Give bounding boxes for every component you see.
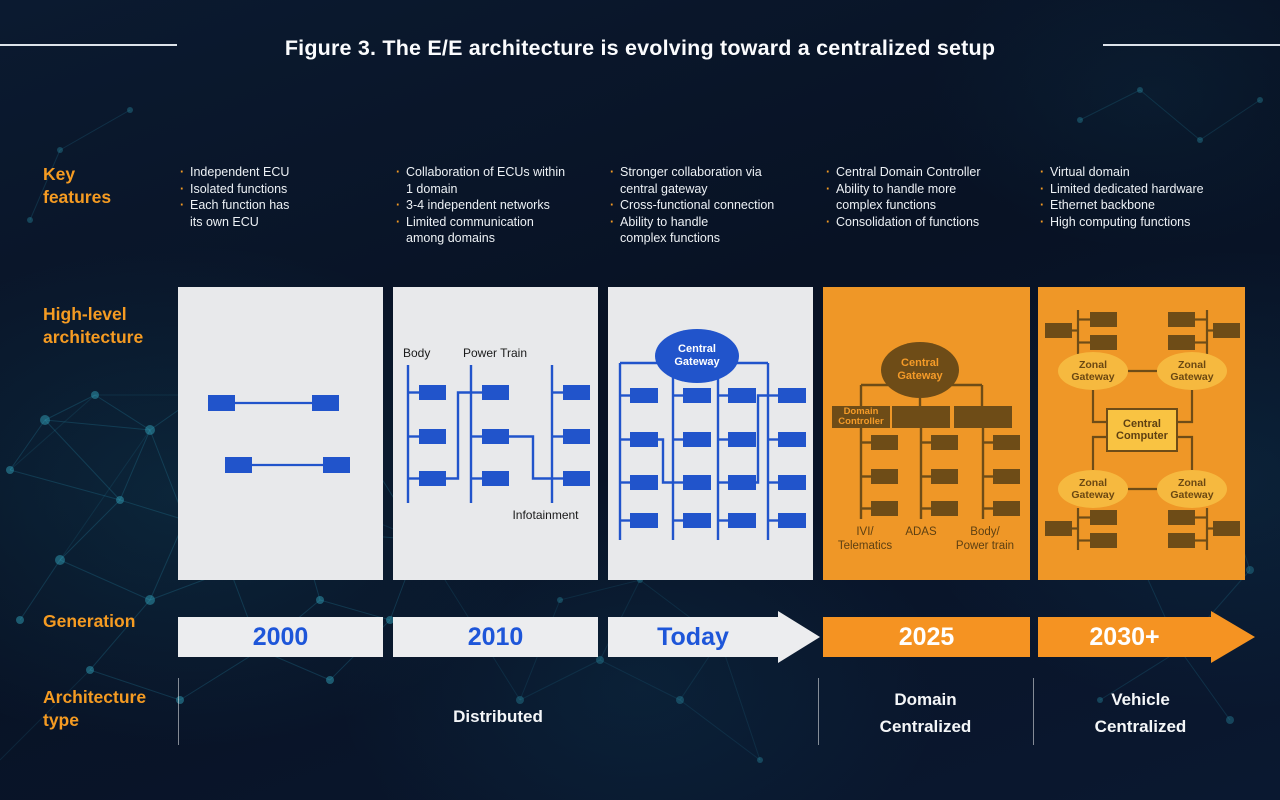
domain-label-ivi-telematics: IVI/ Telematics [837,526,893,552]
bus-label-power-train: Power Train [463,346,528,360]
title-rule-right [1103,44,1280,46]
zonal-link-lines [1072,310,1213,550]
feature-item: ·Cross-functional connection [610,198,775,212]
page-title: Figure 3. The E/E architecture is evolvi… [284,36,996,60]
ecu-boxes [630,388,806,528]
generation-label-today: Today [657,622,729,651]
bus-label-body: Body [403,346,431,360]
architecture-panel-2030: Zonal Gateway Zonal Gateway Zonal Gatewa… [1038,287,1245,580]
feature-item: ·Independent ECU [180,165,290,179]
zonal-gateway-node: Zonal Gateway [1157,470,1227,508]
central-gateway-node: Central Gateway [881,342,959,398]
domain-controller-diagram [832,383,1020,519]
feature-item: ·Central Domain Controller [826,165,981,179]
key-features-col-2010: ·Collaboration of ECUs within 1 domain ·… [396,164,610,247]
type-divider [818,678,819,745]
ecu-boxes [419,385,590,486]
row-label-architecture-type: Architecture type [43,687,147,731]
ecu-boxes [1045,312,1240,548]
title-rule-left [0,44,177,46]
type-divider [178,678,179,745]
zonal-gateway-node: Zonal Gateway [1157,352,1227,390]
feature-item: ·Ability to handle complex functions [610,214,721,246]
type-label-vehicle-centralized: Vehicle Centralized [1094,690,1187,736]
central-gateway-node: Central Gateway [655,329,739,383]
zonal-gateway-node: Zonal Gateway [1058,470,1128,508]
type-label-distributed: Distributed [453,707,543,726]
type-label-domain-centralized: Domain Centralized [879,690,972,736]
feature-item: ·Consolidation of functions [826,214,980,229]
generation-label-2030: 2030+ [1089,622,1160,651]
central-computer-node: Central Computer [1106,408,1178,452]
generation-box-2000: 2000 [178,617,383,657]
bus-lines [406,365,563,503]
domain-controller-box-label: Domain Controller [838,405,884,427]
generation-arrow-2030 [1038,611,1255,663]
feature-item: ·3-4 independent networks [396,198,550,212]
bus-lines [618,361,778,540]
feature-item: ·Virtual domain [1040,165,1130,179]
row-label-generation: Generation [43,611,136,631]
ecu-link-lines [235,401,323,467]
key-features-col-today: ·Stronger collaboration via central gate… [610,164,824,247]
ecu-boxes [208,395,350,473]
domain-bus-diagram [406,365,590,503]
generation-box-2010: 2010 [393,617,598,657]
feature-item: ·High computing functions [1040,214,1191,229]
architecture-panel-2010: Body Power Train Infotainment [393,287,598,580]
feature-item: ·Each function has its own ECU [180,198,290,229]
key-features-col-2025: ·Central Domain Controller ·Ability to h… [826,164,1040,230]
point-to-point-ecu-diagram [208,395,350,473]
architecture-panel-2000 [178,287,383,580]
type-divider [1033,678,1034,745]
feature-item: ·Ethernet backbone [1040,198,1155,212]
key-features-col-2030: ·Virtual domain ·Limited dedicated hardw… [1040,164,1254,230]
central-gateway-diagram [618,361,806,540]
feature-item: ·Ability to handle more complex function… [826,181,957,213]
generation-arrow-today [608,611,820,663]
key-features-col-2000: ·Independent ECU ·Isolated functions ·Ea… [180,164,394,230]
architecture-panel-today: Central Gateway [608,287,813,580]
feature-item: ·Limited communication among domains [396,214,534,246]
row-label-high-level-architecture: High-level architecture [43,304,144,348]
architecture-panel-2025: Central Gateway Domain Controller IVI/ T… [823,287,1030,580]
zonal-gateway-node: Zonal Gateway [1058,352,1128,390]
feature-item: ·Limited dedicated hardware [1040,181,1204,196]
generation-box-2025: 2025 [823,617,1030,657]
bus-label-infotainment: Infotainment [512,508,579,522]
domain-label-adas: ADAS [905,526,937,538]
feature-item: ·Collaboration of ECUs within 1 domain [396,165,566,196]
row-label-key-features: Key features [43,164,112,208]
feature-item: ·Stronger collaboration via central gate… [610,165,762,196]
domain-label-body-powertrain: Body/ Power train [955,526,1015,552]
zonal-architecture-diagram [1045,310,1240,550]
feature-item: ·Isolated functions [180,181,288,196]
controller-and-ecu-boxes [832,406,1020,516]
